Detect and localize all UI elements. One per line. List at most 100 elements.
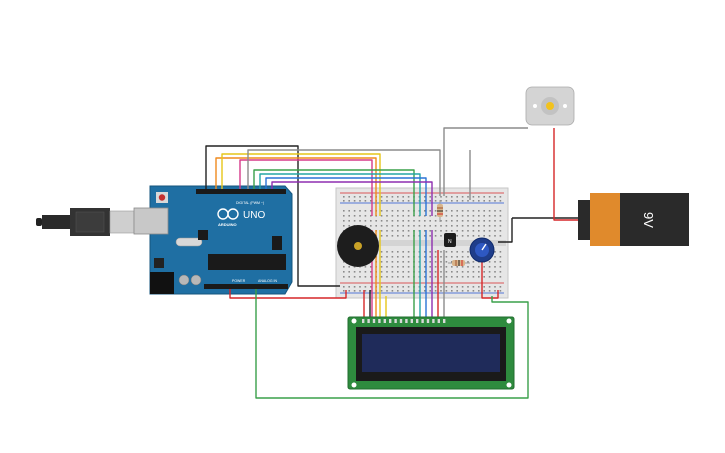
npn-transistor[interactable]: N	[444, 233, 456, 247]
breadboard-hole[interactable]	[391, 215, 394, 217]
breadboard-hole[interactable]	[370, 220, 372, 222]
lcd-pin[interactable]	[367, 319, 370, 323]
breadboard-hole[interactable]	[359, 196, 361, 198]
lcd-pin-header[interactable]	[362, 319, 446, 323]
breadboard-hole[interactable]	[472, 286, 475, 288]
breadboard-hole[interactable]	[402, 290, 404, 292]
breadboard-hole[interactable]	[494, 220, 496, 222]
breadboard-hole[interactable]	[386, 271, 388, 273]
breadboard-hole[interactable]	[353, 286, 356, 288]
icsp-header[interactable]	[272, 236, 282, 250]
wire-gray[interactable]	[247, 149, 441, 196]
breadboard-hole[interactable]	[343, 286, 345, 288]
breadboard-hole[interactable]	[343, 271, 345, 273]
breadboard-hole[interactable]	[478, 220, 480, 222]
breadboard-hole[interactable]	[429, 200, 431, 202]
breadboard-hole[interactable]	[370, 266, 372, 268]
breadboard-hole[interactable]	[386, 290, 388, 292]
breadboard-hole[interactable]	[440, 266, 442, 268]
breadboard-hole[interactable]	[375, 225, 377, 227]
breadboard-hole[interactable]	[499, 290, 502, 292]
breadboard-hole[interactable]	[467, 266, 469, 268]
breadboard-hole[interactable]	[343, 196, 345, 198]
breadboard-hole[interactable]	[397, 196, 399, 198]
breadboard-hole[interactable]	[343, 200, 345, 202]
breadboard-hole[interactable]	[461, 251, 464, 253]
breadboard-hole[interactable]	[483, 196, 485, 198]
breadboard-hole[interactable]	[451, 230, 453, 232]
breadboard-hole[interactable]	[424, 230, 426, 232]
breadboard-hole[interactable]	[429, 230, 431, 232]
breadboard-hole[interactable]	[467, 230, 469, 232]
breadboard-hole[interactable]	[494, 271, 496, 273]
breadboard-hole[interactable]	[386, 256, 388, 258]
breadboard-hole[interactable]	[380, 235, 383, 237]
breadboard-hole[interactable]	[440, 230, 442, 232]
breadboard-hole[interactable]	[499, 256, 502, 258]
lcd-pin[interactable]	[383, 319, 386, 323]
breadboard-hole[interactable]	[499, 235, 502, 237]
breadboard-hole[interactable]	[445, 210, 448, 212]
breadboard-hole[interactable]	[467, 261, 469, 263]
breadboard-hole[interactable]	[494, 261, 496, 263]
breadboard-hole[interactable]	[456, 286, 458, 288]
breadboard-hole[interactable]	[391, 230, 394, 232]
breadboard-hole[interactable]	[456, 225, 458, 227]
breadboard-hole[interactable]	[424, 225, 426, 227]
breadboard-hole[interactable]	[429, 235, 431, 237]
breadboard-hole[interactable]	[483, 290, 485, 292]
lcd-pin[interactable]	[416, 319, 419, 323]
breadboard-hole[interactable]	[478, 276, 480, 278]
breadboard-hole[interactable]	[461, 215, 464, 217]
breadboard-hole[interactable]	[478, 230, 480, 232]
breadboard-hole[interactable]	[445, 271, 448, 273]
breadboard-hole[interactable]	[483, 215, 485, 217]
wire-teal[interactable]	[259, 173, 421, 216]
breadboard-hole[interactable]	[478, 215, 480, 217]
breadboard-hole[interactable]	[499, 225, 502, 227]
breadboard-hole[interactable]	[434, 261, 437, 263]
breadboard-hole[interactable]	[391, 256, 394, 258]
breadboard-hole[interactable]	[380, 290, 383, 292]
breadboard-hole[interactable]	[494, 210, 496, 212]
breadboard-hole[interactable]	[467, 271, 469, 273]
lcd-pin[interactable]	[405, 319, 408, 323]
breadboard-hole[interactable]	[380, 276, 383, 278]
breadboard-hole[interactable]	[494, 200, 496, 202]
breadboard-hole[interactable]	[407, 271, 410, 273]
breadboard-hole[interactable]	[402, 230, 404, 232]
breadboard-hole[interactable]	[343, 276, 345, 278]
breadboard-hole[interactable]	[440, 290, 442, 292]
breadboard-hole[interactable]	[488, 215, 491, 217]
breadboard-hole[interactable]	[456, 271, 458, 273]
breadboard-hole[interactable]	[429, 276, 431, 278]
breadboard-hole[interactable]	[494, 225, 496, 227]
breadboard-hole[interactable]	[445, 256, 448, 258]
breadboard-hole[interactable]	[380, 266, 383, 268]
breadboard-hole[interactable]	[472, 266, 475, 268]
breadboard-hole[interactable]	[348, 210, 350, 212]
breadboard-hole[interactable]	[499, 286, 502, 288]
breadboard-hole[interactable]	[424, 251, 426, 253]
wire-green[interactable]	[253, 169, 415, 216]
lcd-pin[interactable]	[372, 319, 376, 323]
breadboard-hole[interactable]	[353, 200, 356, 202]
breadboard-hole[interactable]	[451, 261, 453, 263]
breadboard-hole[interactable]	[499, 200, 502, 202]
breadboard-hole[interactable]	[467, 235, 469, 237]
breadboard-hole[interactable]	[429, 290, 431, 292]
breadboard-hole[interactable]	[472, 215, 475, 217]
breadboard-hole[interactable]	[456, 200, 458, 202]
breadboard-hole[interactable]	[472, 225, 475, 227]
breadboard-hole[interactable]	[364, 286, 367, 288]
breadboard-hole[interactable]	[445, 225, 448, 227]
breadboard-hole[interactable]	[440, 200, 442, 202]
breadboard-hole[interactable]	[370, 196, 372, 198]
breadboard-hole[interactable]	[429, 251, 431, 253]
breadboard-hole[interactable]	[424, 290, 426, 292]
breadboard-hole[interactable]	[370, 286, 372, 288]
breadboard-hole[interactable]	[429, 210, 431, 212]
breadboard-hole[interactable]	[359, 286, 361, 288]
breadboard-hole[interactable]	[386, 220, 388, 222]
